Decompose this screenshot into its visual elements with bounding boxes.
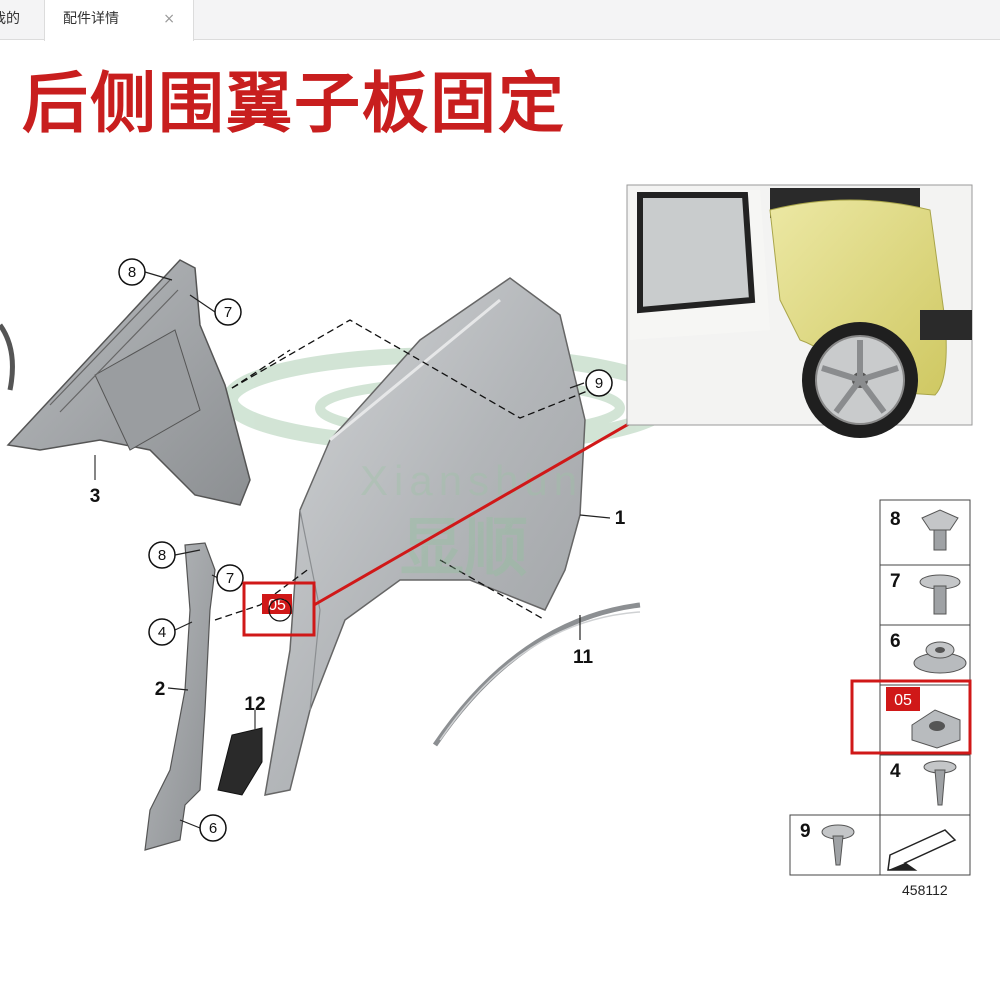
legend-number-8: 8 (890, 509, 901, 530)
fastener-7-icon (919, 574, 961, 615)
direction-arrow-icon (887, 829, 957, 871)
legend-number-4: 4 (890, 761, 901, 782)
part-number-2: 2 (155, 679, 166, 700)
tab-my[interactable]: 我的 (0, 11, 20, 27)
part-number-1: 1 (615, 508, 626, 529)
part-number-3: 3 (90, 486, 101, 507)
fastener-4-icon (923, 760, 957, 806)
parts-diagram-svg: 8 7 9 8 7 4 6 3 1 2 11 12 Xianshun 显顺 05 (0, 184, 973, 898)
watermark-latin: Xianshun (360, 457, 583, 504)
assembly-dashed-lines (214, 319, 591, 621)
svg-text:8: 8 (158, 547, 166, 564)
tab-part-details[interactable]: 配件详情 × (44, 0, 194, 41)
part-number-12: 12 (244, 694, 265, 715)
fastener-8-icon (921, 509, 959, 551)
svg-text:6: 6 (209, 820, 217, 837)
page-title: 后侧围翼子板固定 (22, 65, 566, 142)
fastener-05-icon (911, 709, 961, 749)
parts-diagram: 8 7 9 8 7 4 6 3 1 2 11 12 Xianshun 显顺 05 (0, 150, 1000, 910)
fastener-legend (789, 499, 971, 876)
watermark-chinese: 显顺 (400, 512, 528, 586)
leader-lines (144, 271, 611, 829)
legend-number-6: 6 (890, 631, 901, 652)
partial-part-edge (0, 323, 15, 391)
callout-7-top: 7 (214, 298, 242, 326)
callout-7-lower: 7 (216, 564, 244, 592)
car-inset-photo (626, 184, 973, 438)
legend-tag-05: 05 (894, 692, 912, 709)
tab-part-details-label: 配件详情 (63, 11, 119, 27)
callout-6: 6 (199, 814, 227, 842)
tab-bar: 我的 配件详情 × (0, 0, 1000, 41)
wheel-arch-trim-part-11 (432, 602, 641, 747)
catalog-number: 458112 (902, 882, 948, 898)
svg-text:9: 9 (595, 375, 603, 392)
close-icon[interactable]: × (163, 11, 175, 27)
bracket-part-3 (6, 259, 251, 506)
fastener-6-icon (913, 641, 967, 674)
svg-text:7: 7 (226, 570, 234, 587)
legend-number-9: 9 (800, 821, 811, 842)
svg-text:4: 4 (158, 624, 166, 641)
callout-8-lower: 8 (148, 541, 176, 569)
part-number-11: 11 (573, 647, 594, 668)
callout-9: 9 (585, 369, 613, 397)
callout-8-top: 8 (118, 258, 146, 286)
legend-number-7: 7 (890, 571, 901, 592)
svg-text:7: 7 (224, 304, 232, 321)
svg-text:8: 8 (128, 264, 136, 281)
callout-4: 4 (148, 618, 176, 646)
block-part-12 (217, 710, 263, 796)
fastener-9-icon (821, 824, 855, 866)
fender-highlight-box: 05 (242, 581, 316, 637)
legend-highlight-box: 05 (850, 679, 972, 755)
